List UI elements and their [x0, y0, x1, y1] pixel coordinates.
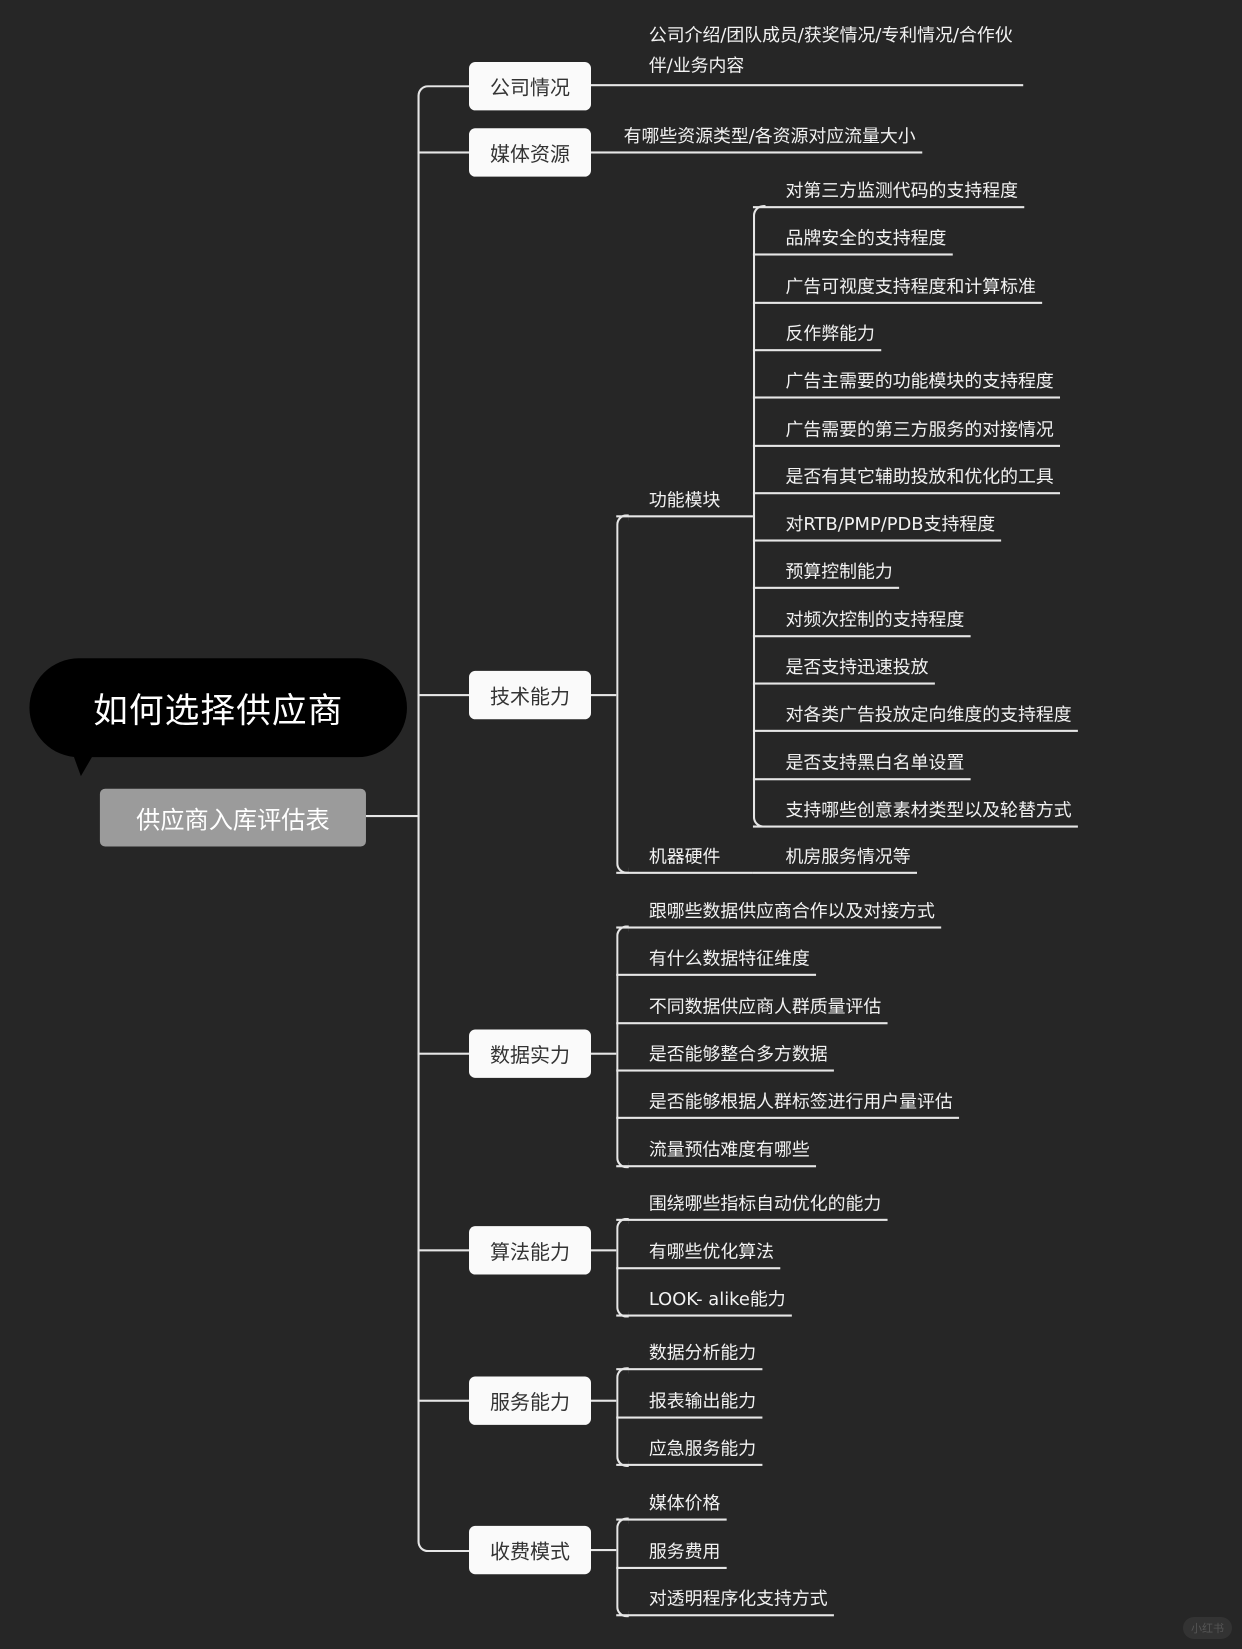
- list-item[interactable]: 有哪些资源类型/各资源对应流量大小: [590, 126, 922, 154]
- connector: [590, 1399, 617, 1402]
- list-item[interactable]: 支持哪些创意素材类型以及轮替方式: [752, 800, 1078, 828]
- connector: [417, 694, 470, 697]
- list-item[interactable]: 是否能够整合多方数据: [616, 1044, 834, 1072]
- list-item[interactable]: 广告可视度支持程度和计算标准: [752, 276, 1043, 304]
- list-item[interactable]: 服务费用: [616, 1541, 727, 1569]
- list-item[interactable]: 应急服务能力: [616, 1439, 763, 1466]
- branch-node[interactable]: 算法能力: [469, 1226, 591, 1275]
- root-title: 如何选择供应商: [29, 658, 407, 758]
- branch-node[interactable]: 媒体资源: [469, 128, 591, 177]
- connector: [590, 1052, 617, 1055]
- connector: [590, 84, 1024, 87]
- sub-branch-function-modules[interactable]: 功能模块: [616, 490, 753, 518]
- branch-node[interactable]: 服务能力: [469, 1376, 591, 1425]
- branch-node[interactable]: 数据实力: [469, 1029, 591, 1078]
- list-item[interactable]: 是否支持迅速投放: [752, 657, 935, 685]
- connector: [590, 694, 617, 697]
- list-item[interactable]: 跟哪些数据供应商合作以及对接方式: [616, 901, 942, 929]
- branch-node[interactable]: 技术能力: [469, 670, 591, 720]
- list-item[interactable]: 数据分析能力: [616, 1343, 763, 1371]
- list-item[interactable]: 对RTB/PMP/PDB支持程度: [752, 514, 1002, 542]
- connector: [417, 1249, 470, 1252]
- list-item[interactable]: 是否有其它辅助投放和优化的工具: [752, 467, 1061, 495]
- sub-branch-hardware[interactable]: 机器硬件: [616, 847, 753, 874]
- connector: [417, 151, 470, 154]
- connector: [616, 925, 629, 1168]
- list-item[interactable]: 报表输出能力: [616, 1391, 763, 1419]
- connector: [590, 1249, 617, 1252]
- list-item[interactable]: 对透明程序化支持方式: [616, 1589, 834, 1617]
- list-item[interactable]: 广告需要的第三方服务的对接情况: [752, 419, 1061, 447]
- list-item[interactable]: 机房服务情况等: [752, 847, 917, 874]
- connector: [365, 814, 418, 818]
- list-item[interactable]: 有什么数据特征维度: [616, 949, 817, 977]
- root-subtitle-node[interactable]: 供应商入库评估表: [99, 788, 366, 847]
- connector: [616, 514, 629, 874]
- list-item[interactable]: 公司介绍/团队成员/获奖情况/专利情况/合作伙: [648, 25, 1013, 47]
- list-item[interactable]: 对第三方监测代码的支持程度: [752, 181, 1025, 209]
- list-item[interactable]: LOOK- alike能力: [616, 1289, 792, 1317]
- list-item[interactable]: 有哪些优化算法: [616, 1241, 781, 1269]
- list-item[interactable]: 是否支持黑白名单设置: [752, 753, 971, 780]
- list-item[interactable]: 预算控制能力: [752, 562, 900, 590]
- branch-node[interactable]: 公司情况: [469, 62, 591, 111]
- connector: [417, 1052, 470, 1055]
- list-item[interactable]: 品牌安全的支持程度: [752, 229, 953, 256]
- list-item[interactable]: 广告主需要的功能模块的支持程度: [752, 371, 1061, 399]
- trunk-connector: [417, 85, 470, 1553]
- list-item[interactable]: 对各类广告投放定向维度的支持程度: [752, 705, 1078, 733]
- connector: [590, 1549, 617, 1552]
- branch-node[interactable]: 收费模式: [469, 1525, 591, 1575]
- connector: [417, 1399, 470, 1402]
- list-item[interactable]: 对频次控制的支持程度: [752, 610, 971, 637]
- list-item[interactable]: 反作弊能力: [752, 324, 882, 352]
- list-item[interactable]: 不同数据供应商人群质量评估: [616, 996, 888, 1024]
- watermark: 小红书: [1183, 1617, 1232, 1639]
- list-item[interactable]: 伴/业务内容: [648, 55, 745, 77]
- list-item[interactable]: 是否能够根据人群标签进行用户量评估: [616, 1092, 960, 1120]
- list-item[interactable]: 媒体价格: [616, 1493, 727, 1521]
- list-item[interactable]: 流量预估难度有哪些: [616, 1139, 817, 1167]
- list-item[interactable]: 围绕哪些指标自动优化的能力: [616, 1194, 888, 1221]
